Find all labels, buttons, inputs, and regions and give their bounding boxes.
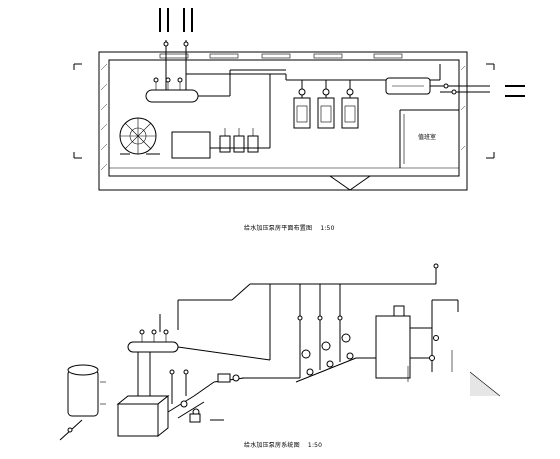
section-pressure-tank xyxy=(127,314,271,361)
plan-caption-title: 给水加压泵房平面布置图 xyxy=(244,225,313,232)
duty-room xyxy=(399,109,459,168)
section-slab-hatch xyxy=(469,371,501,397)
section-caption-scale: 1:50 xyxy=(307,442,323,449)
section-top-pipe xyxy=(177,263,439,360)
plan-water-tank xyxy=(171,131,211,159)
section-heater-tank xyxy=(375,299,459,382)
section-box-tank xyxy=(116,352,170,438)
plan-pressure-tank xyxy=(145,64,231,103)
plan-view xyxy=(73,8,525,191)
section-pumps xyxy=(295,333,357,383)
plan-pump-units xyxy=(293,80,359,129)
section-risers xyxy=(297,284,343,378)
plan-door xyxy=(329,175,371,191)
plan-caption-scale: 1:50 xyxy=(320,225,335,232)
section-left-tank xyxy=(59,364,106,441)
plan-heater xyxy=(385,64,460,95)
plan-inner-wall xyxy=(108,59,460,177)
plan-treatment-drum xyxy=(119,117,160,155)
inlet-risers xyxy=(159,8,193,74)
plan-caption: 给水加压泵房平面布置图 1:50 xyxy=(244,223,335,232)
plan-windows xyxy=(159,53,403,59)
section-caption: 给水加压泵房系统图 1:50 xyxy=(244,440,322,449)
duty-room-label: 值班室 xyxy=(418,134,437,141)
section-return-line xyxy=(213,357,426,383)
section-small-pumps xyxy=(167,369,224,423)
plan-outlet xyxy=(440,83,525,97)
plan-outer-wall xyxy=(98,51,468,191)
plan-small-pumps xyxy=(210,128,270,153)
section-marks xyxy=(73,63,495,159)
section-view xyxy=(59,263,501,441)
section-caption-title: 给水加压泵房系统图 xyxy=(244,442,300,449)
wall-hatch xyxy=(100,63,466,171)
